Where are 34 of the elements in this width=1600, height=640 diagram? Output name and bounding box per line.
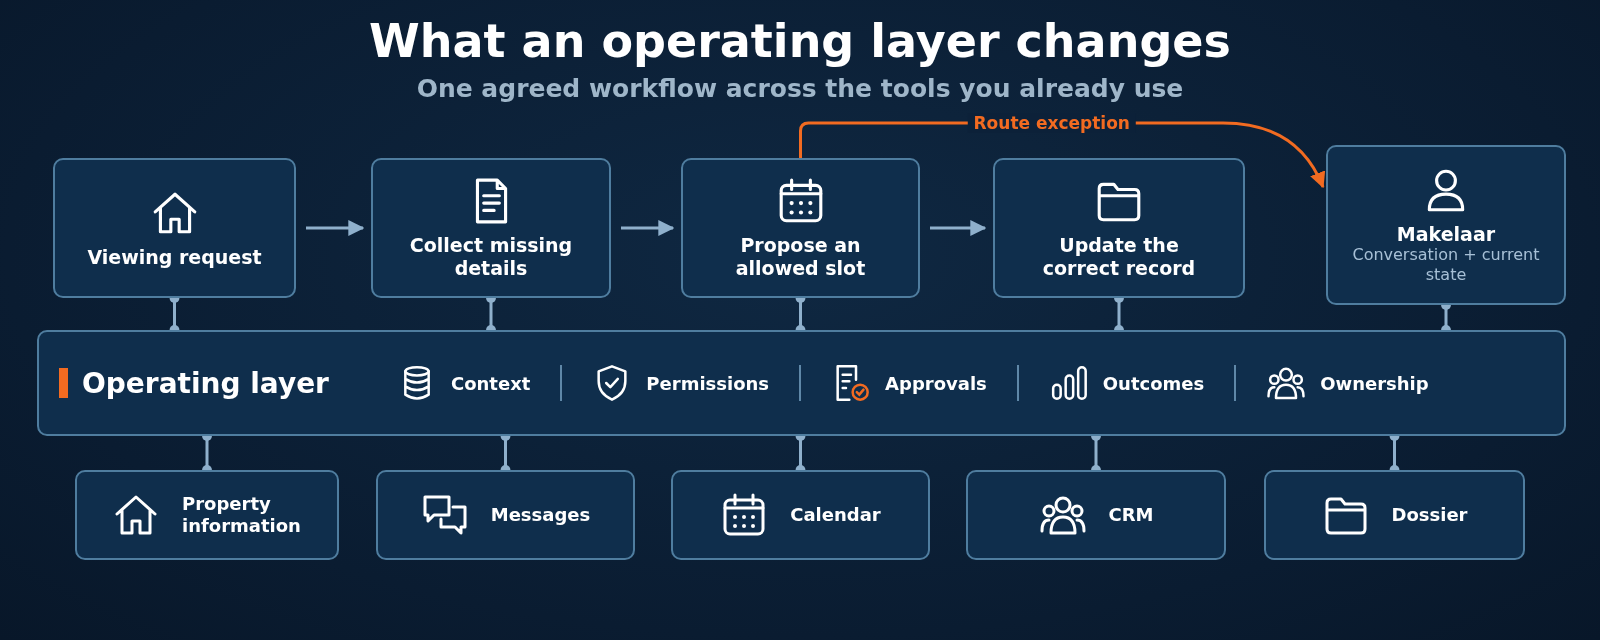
subtitle: One agreed workflow across the tools you already use <box>415 74 1185 103</box>
layer-band <box>37 330 1566 436</box>
feature-label: Context <box>450 372 531 394</box>
tool-label: CRM <box>1108 504 1154 526</box>
tool-box <box>1264 470 1525 560</box>
tool-box <box>376 470 635 560</box>
step-label: Viewing request <box>87 245 262 269</box>
step-label: Collect missing details <box>408 234 574 280</box>
tool-box <box>966 470 1226 560</box>
step-label: Update the correct record <box>1041 234 1197 280</box>
process-box <box>1326 145 1566 305</box>
layer-title: Operating layer <box>82 366 329 400</box>
step-label: Propose an allowed slot <box>734 234 867 280</box>
arrow <box>930 220 987 236</box>
arrow <box>306 220 365 236</box>
step-label: Makelaar <box>1396 222 1496 246</box>
edge-label: Route exception <box>967 113 1136 133</box>
arrow <box>621 220 675 236</box>
tool-label: Calendar <box>790 504 881 526</box>
feature-label: Approvals <box>885 372 987 394</box>
process-box <box>53 158 296 298</box>
tool-label: Property information <box>182 493 302 537</box>
tool-label: Dossier <box>1391 504 1468 526</box>
process-box <box>993 158 1245 298</box>
tool-box <box>75 470 339 560</box>
step-description: Conversation + current state <box>1351 245 1541 286</box>
process-box <box>681 158 920 298</box>
process-box <box>371 158 611 298</box>
tool-label: Messages <box>490 504 591 526</box>
feature-label: Permissions <box>646 372 770 394</box>
tool-box <box>671 470 930 560</box>
feature-label: Outcomes <box>1102 372 1205 394</box>
feature-label: Ownership <box>1320 372 1429 394</box>
title: What an operating layer changes <box>368 14 1232 68</box>
